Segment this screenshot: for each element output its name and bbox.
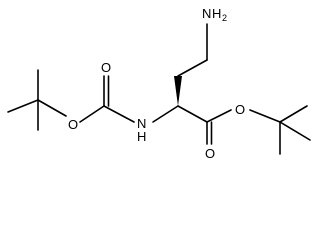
- bond-ch2-ch2: [177, 59, 208, 77]
- bond-o-carbamate-c: [79, 105, 105, 123]
- amide-n-label: N: [137, 116, 146, 131]
- ester-o-single-label: O: [235, 102, 245, 117]
- amine-h-label: H: [212, 6, 221, 21]
- bond-carbamate-c-n: [103, 105, 135, 123]
- amine-h2-subscript: 2: [222, 13, 227, 23]
- bond-ester-c-o: [206, 109, 232, 123]
- amide-h-label: H: [137, 129, 146, 144]
- bond-tbu-right-up: [279, 105, 308, 123]
- bond-tbu-left-o: [37, 99, 67, 117]
- bond-tbu-left-left: [7, 99, 39, 113]
- amine-n-label: N: [202, 6, 211, 21]
- bond-n-alpha: [152, 105, 179, 123]
- structure-canvas: O O N H N H 2 O O: [7, 6, 311, 161]
- bond-alpha-ester-c: [177, 105, 208, 123]
- bond-o-tbu-right: [249, 109, 281, 123]
- chemical-structure: O O N H N H 2 O O: [7, 6, 311, 161]
- stereo-wedge-bond: [174, 76, 182, 106]
- bond-tbu-right-right: [279, 121, 311, 141]
- carbamate-o-double-label: O: [101, 60, 111, 75]
- carbamate-o-single-label: O: [68, 117, 78, 132]
- ester-o-double-label: O: [205, 146, 215, 161]
